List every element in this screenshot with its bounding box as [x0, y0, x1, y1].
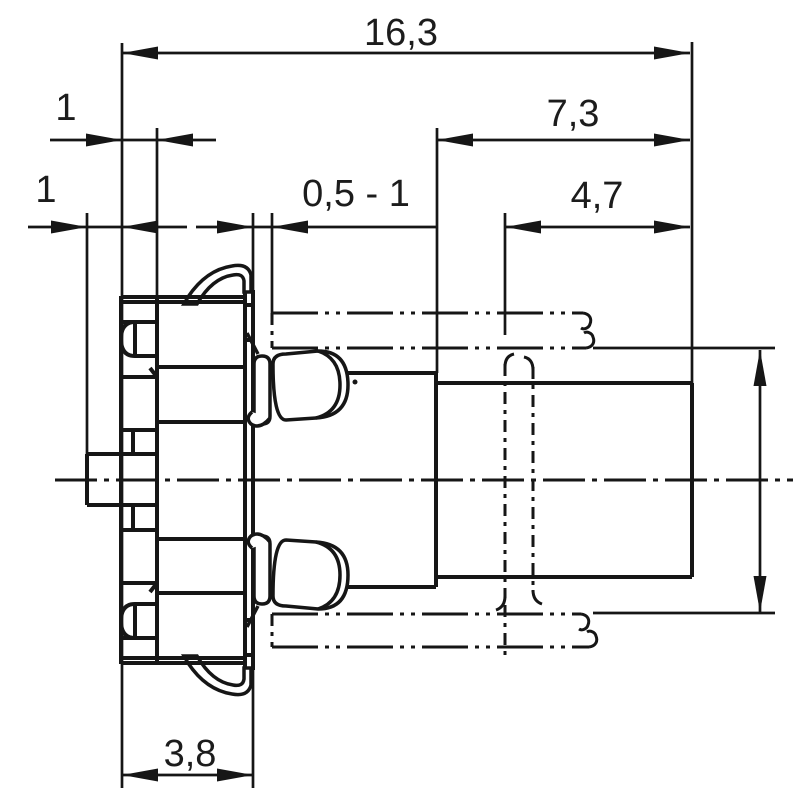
housing-box [157, 290, 247, 670]
panel-phantom-lines [270, 311, 599, 656]
phantom-ring [495, 352, 543, 656]
dimension-3-8: 3,8 [122, 733, 253, 782]
dim-label-overall-length: 16,3 [364, 12, 438, 54]
dimension-panel-thickness: 0,5 - 1 [196, 173, 436, 234]
center-mark-dot [352, 379, 358, 385]
dim-label-flange-depth: 3,8 [164, 733, 217, 775]
top-clip-hook [180, 263, 253, 306]
dimension-1-pin: 1 [28, 169, 187, 234]
hex-collar [118, 296, 159, 664]
dimension-vertical-diameter [753, 350, 767, 612]
housing-edges [121, 295, 245, 665]
front-barrel [436, 381, 694, 579]
dimension-16-3: 16,3 [122, 12, 690, 60]
dim-label-pin-projection: 1 [35, 169, 56, 211]
dimension-4-7: 4,7 [505, 175, 690, 234]
bottom-clip-curl [245, 532, 350, 628]
retaining-spring-clips [180, 263, 350, 697]
bottom-clip-hook [180, 654, 253, 697]
dimension-1-collar: 1 [50, 87, 216, 147]
dimension-7-3: 7,3 [437, 93, 690, 147]
connector-body [85, 288, 694, 672]
dim-label-panel-thickness: 0,5 - 1 [302, 173, 410, 215]
dim-label-front-length: 7,3 [547, 93, 600, 135]
dim-label-front-section: 4,7 [571, 175, 624, 217]
extension-lines [85, 42, 775, 788]
top-clip-curl [245, 332, 350, 428]
dim-label-collar-width: 1 [55, 87, 76, 129]
